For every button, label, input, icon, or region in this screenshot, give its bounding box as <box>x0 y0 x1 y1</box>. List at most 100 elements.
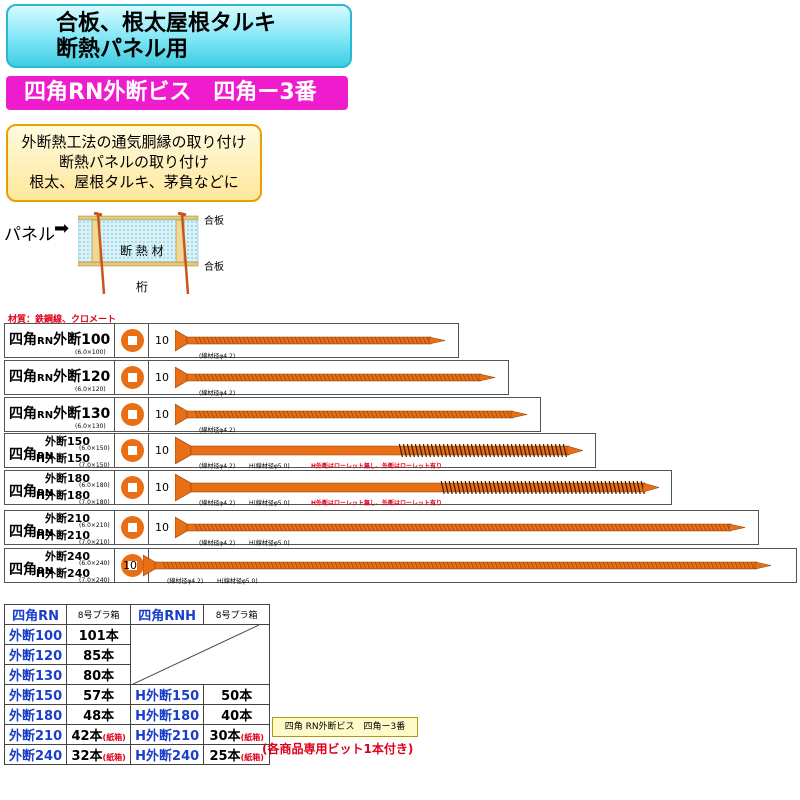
bit-cell <box>115 398 149 431</box>
screw-size-standard: 外断180 <box>45 472 90 485</box>
wire-diameter-note-h: H(線材径φ5.0) <box>249 463 290 470</box>
screw-name: 四角RN <box>9 521 53 541</box>
square-bit-icon <box>121 403 144 426</box>
rn-quantity: 80本 <box>66 664 132 685</box>
bit-number: 10 <box>155 371 169 384</box>
screw-size-h: H外断150 <box>35 452 90 465</box>
screw-size-standard: 外断210 <box>45 512 90 525</box>
rn-quantity-value: 101本 <box>78 629 119 644</box>
screw-dimension-h: (7.0×210) <box>79 539 110 546</box>
title-line-2: 断熱パネル用 <box>56 37 189 62</box>
square-bit-icon <box>121 439 144 462</box>
rn-quantity-value: 48本 <box>83 709 115 724</box>
product-note: (各商品専用ビット1本付き) <box>262 742 414 756</box>
rnh-quantity: 30本(紙箱) <box>203 724 271 745</box>
screw-name-prefix: 四角 <box>9 524 37 540</box>
rnh-quantity-value: 25本 <box>209 749 241 764</box>
screw-dimension-h: (7.0×240) <box>79 577 110 584</box>
square-bit-icon <box>121 476 144 499</box>
screw-row: 四角RN外断100(6.0×100)10(線材径φ4.2) <box>4 323 459 360</box>
rn-quantity-value: 80本 <box>83 669 115 684</box>
rn-quantity: 57本 <box>66 684 132 705</box>
screw-dimension: (6.0×120) <box>75 386 106 393</box>
wire-diameter-note: (線材径φ4.2) <box>199 540 236 547</box>
screw-dimension-h: (7.0×180) <box>79 499 110 506</box>
wire-diameter-note-h: H(線材径φ5.0) <box>217 578 258 585</box>
material-note: 材質：鉄鋼線、クロメート <box>8 315 117 325</box>
screw-name-cell: 四角RN外断100(6.0×100) <box>5 324 115 357</box>
rnh-quantity-value: 30本 <box>209 729 241 744</box>
screw-dimension-standard: (6.0×180) <box>79 482 110 489</box>
screw-dimension: (6.0×130) <box>75 423 106 430</box>
diagonal-empty-cell <box>130 624 271 685</box>
screw-name-size: 外断100 <box>53 332 111 348</box>
table-header-row: 四角RN 8号プラ箱 四角RNH 8号プラ箱 <box>3 604 271 625</box>
header-box: 8号プラ箱 <box>66 604 132 625</box>
screw-size-h: H外断240 <box>35 567 90 580</box>
screw-dimension-standard: (6.0×150) <box>79 445 110 452</box>
screw-name-prefix: 四角 <box>9 562 37 578</box>
rn-quantity: 32本(紙箱) <box>66 744 132 765</box>
screw-dimension-h: (7.0×150) <box>79 462 110 469</box>
wire-diameter-note: (線材径φ4.2) <box>199 463 236 470</box>
diagonal-slash <box>131 625 260 685</box>
screw-name: 四角RN <box>9 481 53 501</box>
rn-quantity-value: 85本 <box>83 649 115 664</box>
bit-number: 10 <box>155 408 169 421</box>
paper-box-note: (紙箱) <box>102 753 126 762</box>
rn-quantity: 101本 <box>66 624 132 645</box>
screw-name-rn: RN <box>37 566 54 577</box>
rn-quantity-value: 32本 <box>71 749 103 764</box>
rn-size: 外断210 <box>3 724 68 745</box>
screw-name-cell: 四角RN外断120(6.0×120) <box>5 361 115 394</box>
screw-name-rn: RN <box>37 488 54 499</box>
rn-size: 外断130 <box>3 664 68 685</box>
screw-name-prefix: 四角 <box>9 369 37 385</box>
wire-diameter-note-h: H(線材径φ5.0) <box>249 500 290 507</box>
usage-box: 外断熱工法の通気胴縁の取り付け 断熱パネルの取り付け 根太、屋根タルキ、茅負など… <box>6 124 262 202</box>
bit-number: 10 <box>155 334 169 347</box>
panel-cross-section <box>78 212 199 295</box>
panel-diagram: パネル ➡ 断 熱 材 桁 合板 合板 <box>0 206 260 298</box>
screw-name: 四角RN <box>9 559 53 579</box>
insulation-label: 断 熱 材 <box>120 244 164 258</box>
screw-name-rn: RN <box>37 451 54 462</box>
screw-row: 四角RN外断130(6.0×130)10(線材径φ4.2) <box>4 397 541 434</box>
wire-diameter-note: (線材径φ4.2) <box>199 500 236 507</box>
rnh-quantity-value: 40本 <box>221 709 253 724</box>
screw-name: 四角RN <box>9 444 53 464</box>
panel-label: パネル <box>4 225 55 245</box>
screw-name-prefix: 四角 <box>9 332 37 348</box>
board-bottom-label: 合板 <box>204 262 224 273</box>
screw-name-prefix: 四角 <box>9 447 37 463</box>
bit-number: 10 <box>123 559 137 572</box>
paper-box-note: (紙箱) <box>102 733 126 742</box>
square-bit-icon <box>121 329 144 352</box>
rn-quantity-value: 57本 <box>83 689 115 704</box>
screw-name-rn: RN <box>37 410 54 421</box>
bit-cell <box>115 324 149 357</box>
bit-number: 10 <box>155 444 169 457</box>
screw-illustration <box>175 473 660 502</box>
screw-name: 四角RN外断100 <box>9 329 110 349</box>
rn-size: 外断100 <box>3 624 68 645</box>
rn-quantity-value: 42本 <box>71 729 103 744</box>
arrow-icon: ➡ <box>54 218 70 239</box>
product-name-banner: 四角RN外断ビス 四角ー3番 <box>6 76 348 110</box>
screw-illustration <box>175 329 446 352</box>
wire-diameter-note: (線材径φ4.2) <box>167 578 204 585</box>
square-bit-icon <box>121 366 144 389</box>
screw-name-prefix: 四角 <box>9 406 37 422</box>
bit-number: 10 <box>155 481 169 494</box>
rnh-quantity-value: 50本 <box>221 689 253 704</box>
screw-name-cell: 四角RN外断130(6.0×130) <box>5 398 115 431</box>
